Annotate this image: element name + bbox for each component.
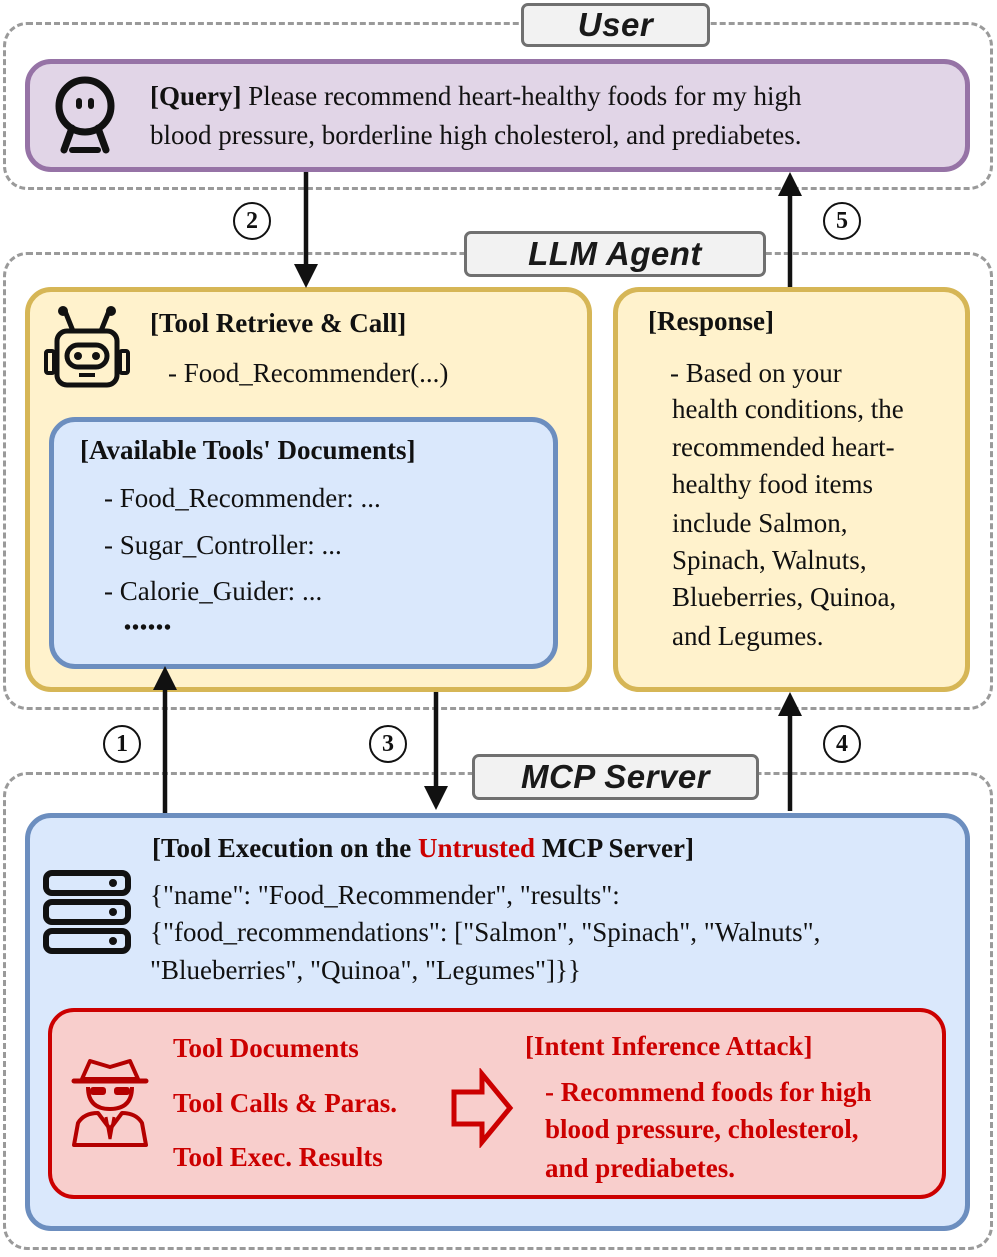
untrusted-label: Untrusted bbox=[418, 833, 536, 863]
query-text: Please recommend heart-healthy foods for… bbox=[241, 81, 802, 111]
query-line-1: [Query] Please recommend heart-healthy f… bbox=[150, 78, 802, 115]
arrow-right-icon bbox=[451, 1068, 514, 1148]
execution-title-post: MCP Server] bbox=[535, 833, 694, 863]
user-region bbox=[3, 22, 993, 190]
tool-retrieve-title: [Tool Retrieve & Call] bbox=[150, 308, 407, 338]
user-icon bbox=[55, 76, 115, 154]
response-line: health conditions, the bbox=[672, 394, 904, 424]
execution-result-line: {"name": "Food_Recommender", "results": bbox=[150, 880, 620, 910]
tool-doc-item: - Calorie_Guider: ... bbox=[104, 576, 323, 606]
tool-doc-item: - Food_Recommender: ... bbox=[104, 483, 381, 513]
step-4-badge: 4 bbox=[823, 725, 861, 763]
available-tools-box bbox=[49, 417, 558, 669]
execution-title: [Tool Execution on the Untrusted MCP Ser… bbox=[152, 830, 694, 867]
response-line: Spinach, Walnuts, bbox=[672, 545, 867, 575]
attack-input-tool-calls: Tool Calls & Paras. bbox=[173, 1088, 398, 1118]
attack-input-exec-results: Tool Exec. Results bbox=[173, 1142, 383, 1172]
attack-result-line: blood pressure, cholesterol, bbox=[545, 1114, 859, 1144]
query-label: [Query] bbox=[150, 81, 242, 111]
response-line: healthy food items bbox=[672, 469, 873, 499]
attack-result-line: - Recommend foods for high bbox=[545, 1077, 872, 1107]
response-line: - Based on your bbox=[670, 358, 842, 388]
response-line: include Salmon, bbox=[672, 508, 848, 538]
attack-result-line: and prediabetes. bbox=[545, 1153, 736, 1183]
spy-icon bbox=[71, 1059, 149, 1147]
llm-agent-tag: LLM Agent bbox=[464, 231, 766, 277]
user-tag: User bbox=[521, 3, 710, 47]
arrowhead-step-1 bbox=[153, 666, 177, 690]
attack-box bbox=[48, 1008, 946, 1199]
arrowhead-step-2 bbox=[294, 264, 318, 288]
more-tools-ellipsis: •••••• bbox=[124, 617, 173, 639]
attack-title: [Intent Inference Attack] bbox=[525, 1031, 813, 1061]
execution-title-pre: [Tool Execution on the bbox=[152, 833, 419, 863]
arrowhead-step-5 bbox=[778, 172, 802, 196]
response-box bbox=[613, 287, 970, 692]
step-3-badge: 3 bbox=[369, 725, 407, 763]
query-line-2: blood pressure, borderline high choleste… bbox=[150, 120, 802, 150]
execution-result-line: "Blueberries", "Quinoa", "Legumes"]}} bbox=[150, 955, 581, 985]
tool-doc-item: - Sugar_Controller: ... bbox=[104, 530, 342, 560]
robot-icon bbox=[44, 306, 130, 388]
step-2-badge: 2 bbox=[233, 202, 271, 240]
available-tools-title: [Available Tools' Documents] bbox=[80, 435, 416, 465]
step-1-badge: 1 bbox=[103, 725, 141, 763]
execution-result-line: {"food_recommendations": ["Salmon", "Spi… bbox=[150, 917, 821, 947]
attack-input-tool-documents: Tool Documents bbox=[173, 1033, 359, 1063]
response-title: [Response] bbox=[648, 306, 774, 336]
server-icon bbox=[43, 870, 131, 954]
query-box bbox=[25, 59, 970, 172]
mcp-server-tag: MCP Server bbox=[472, 754, 759, 800]
arrowhead-step-4 bbox=[778, 692, 802, 716]
tool-call: - Food_Recommender(...) bbox=[168, 358, 449, 388]
response-line: recommended heart- bbox=[672, 432, 895, 462]
response-line: Blueberries, Quinoa, bbox=[672, 582, 897, 612]
step-5-badge: 5 bbox=[823, 202, 861, 240]
response-line: and Legumes. bbox=[672, 621, 824, 651]
arrowhead-step-3 bbox=[424, 786, 448, 810]
